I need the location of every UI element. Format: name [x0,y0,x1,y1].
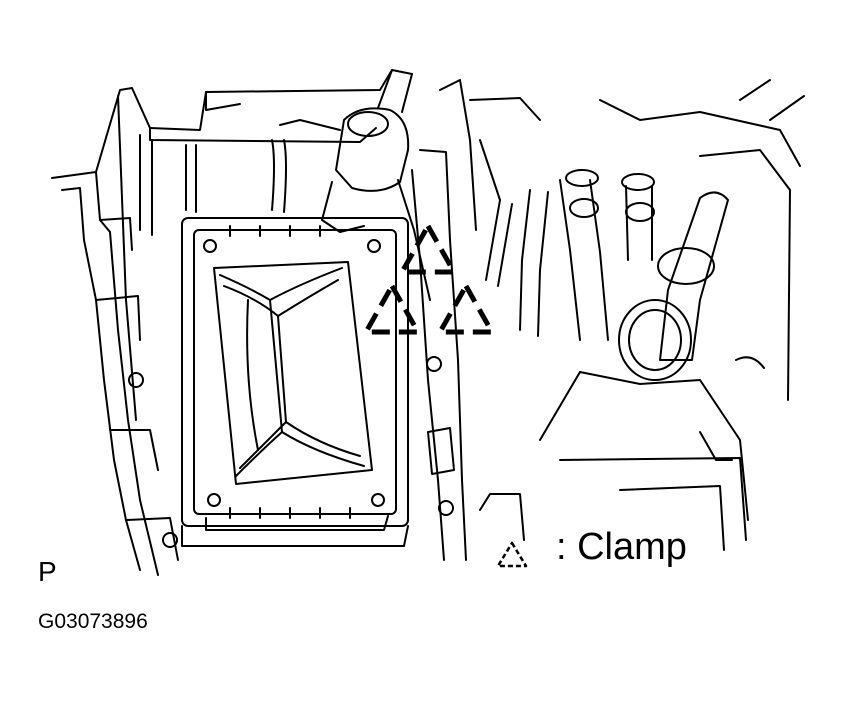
shift-boot [213,261,373,485]
bezel-frame [181,217,409,547]
shift-lever-mechanism [469,79,805,551]
clamp-marker-top [399,223,457,275]
legend-clamp-label: : Clamp [556,526,687,568]
clamp-marker-left [363,283,421,335]
dashed-triangle-icon [496,541,528,568]
clamp-markers [363,223,495,335]
figure-code: G03073896 [38,610,148,633]
console-upper-rim [149,69,393,213]
clamp-marker-right [437,283,495,335]
view-letter: P [38,556,57,587]
console-left-wall [51,87,179,576]
console-right-side [411,79,477,561]
shift-cable [321,69,431,301]
